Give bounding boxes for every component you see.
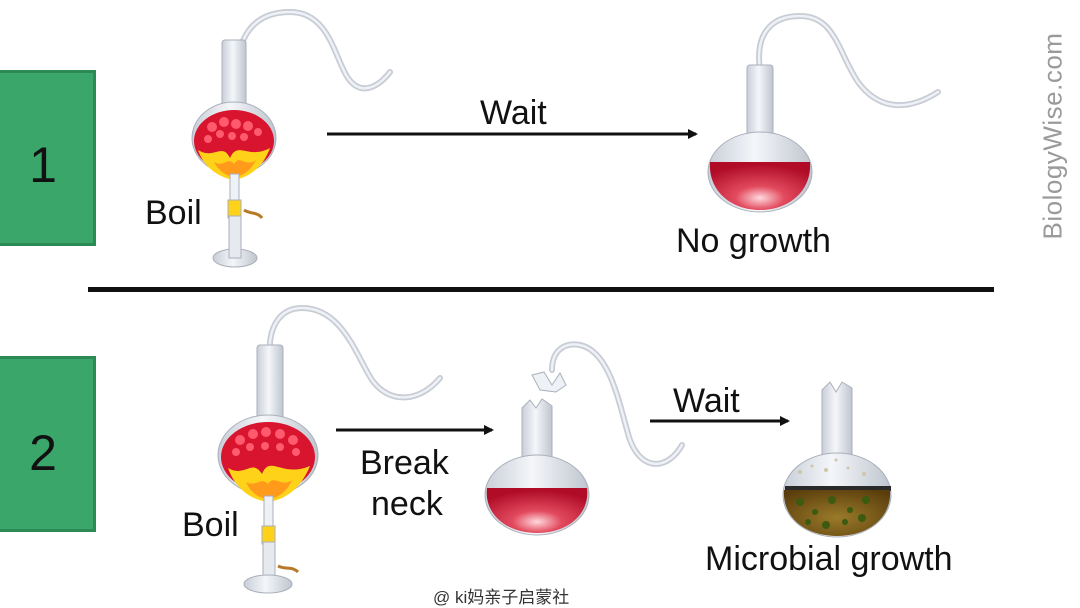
break-label-line1: Break	[360, 444, 449, 482]
broken-neck-piece	[531, 371, 567, 393]
break-label-line2: neck	[371, 485, 443, 523]
broken-neck-flask	[484, 341, 685, 536]
boiling-flask-1	[191, 8, 393, 268]
step-panel-1	[0, 70, 96, 246]
result-label-1: No growth	[676, 222, 831, 260]
wait-label-2: Wait	[673, 382, 740, 420]
bubbles-1	[204, 117, 262, 143]
step-panel-2	[0, 356, 96, 532]
bubbles-2	[232, 427, 300, 456]
microbial-broth	[783, 490, 891, 536]
result-flask-1	[707, 12, 941, 213]
result-flask-2	[782, 381, 892, 538]
result-label-2: Microbial growth	[705, 540, 953, 578]
broth-1	[709, 162, 811, 210]
divider-line	[88, 287, 994, 292]
boil-label-1: Boil	[145, 194, 202, 232]
broth-2	[486, 488, 588, 533]
microbe-spots	[796, 496, 870, 529]
microbe-specks	[798, 458, 866, 476]
wait-label-1: Wait	[480, 94, 547, 132]
watermark-text: BiologyWise.com	[1037, 32, 1068, 240]
boiling-flask-2	[217, 304, 443, 594]
step-number-1: 1	[29, 137, 57, 193]
boil-label-2: Boil	[182, 506, 239, 544]
credit-text: @ ki妈亲子启蒙社	[433, 588, 570, 607]
step-number-2: 2	[29, 425, 57, 481]
burner-base-2	[243, 574, 293, 594]
